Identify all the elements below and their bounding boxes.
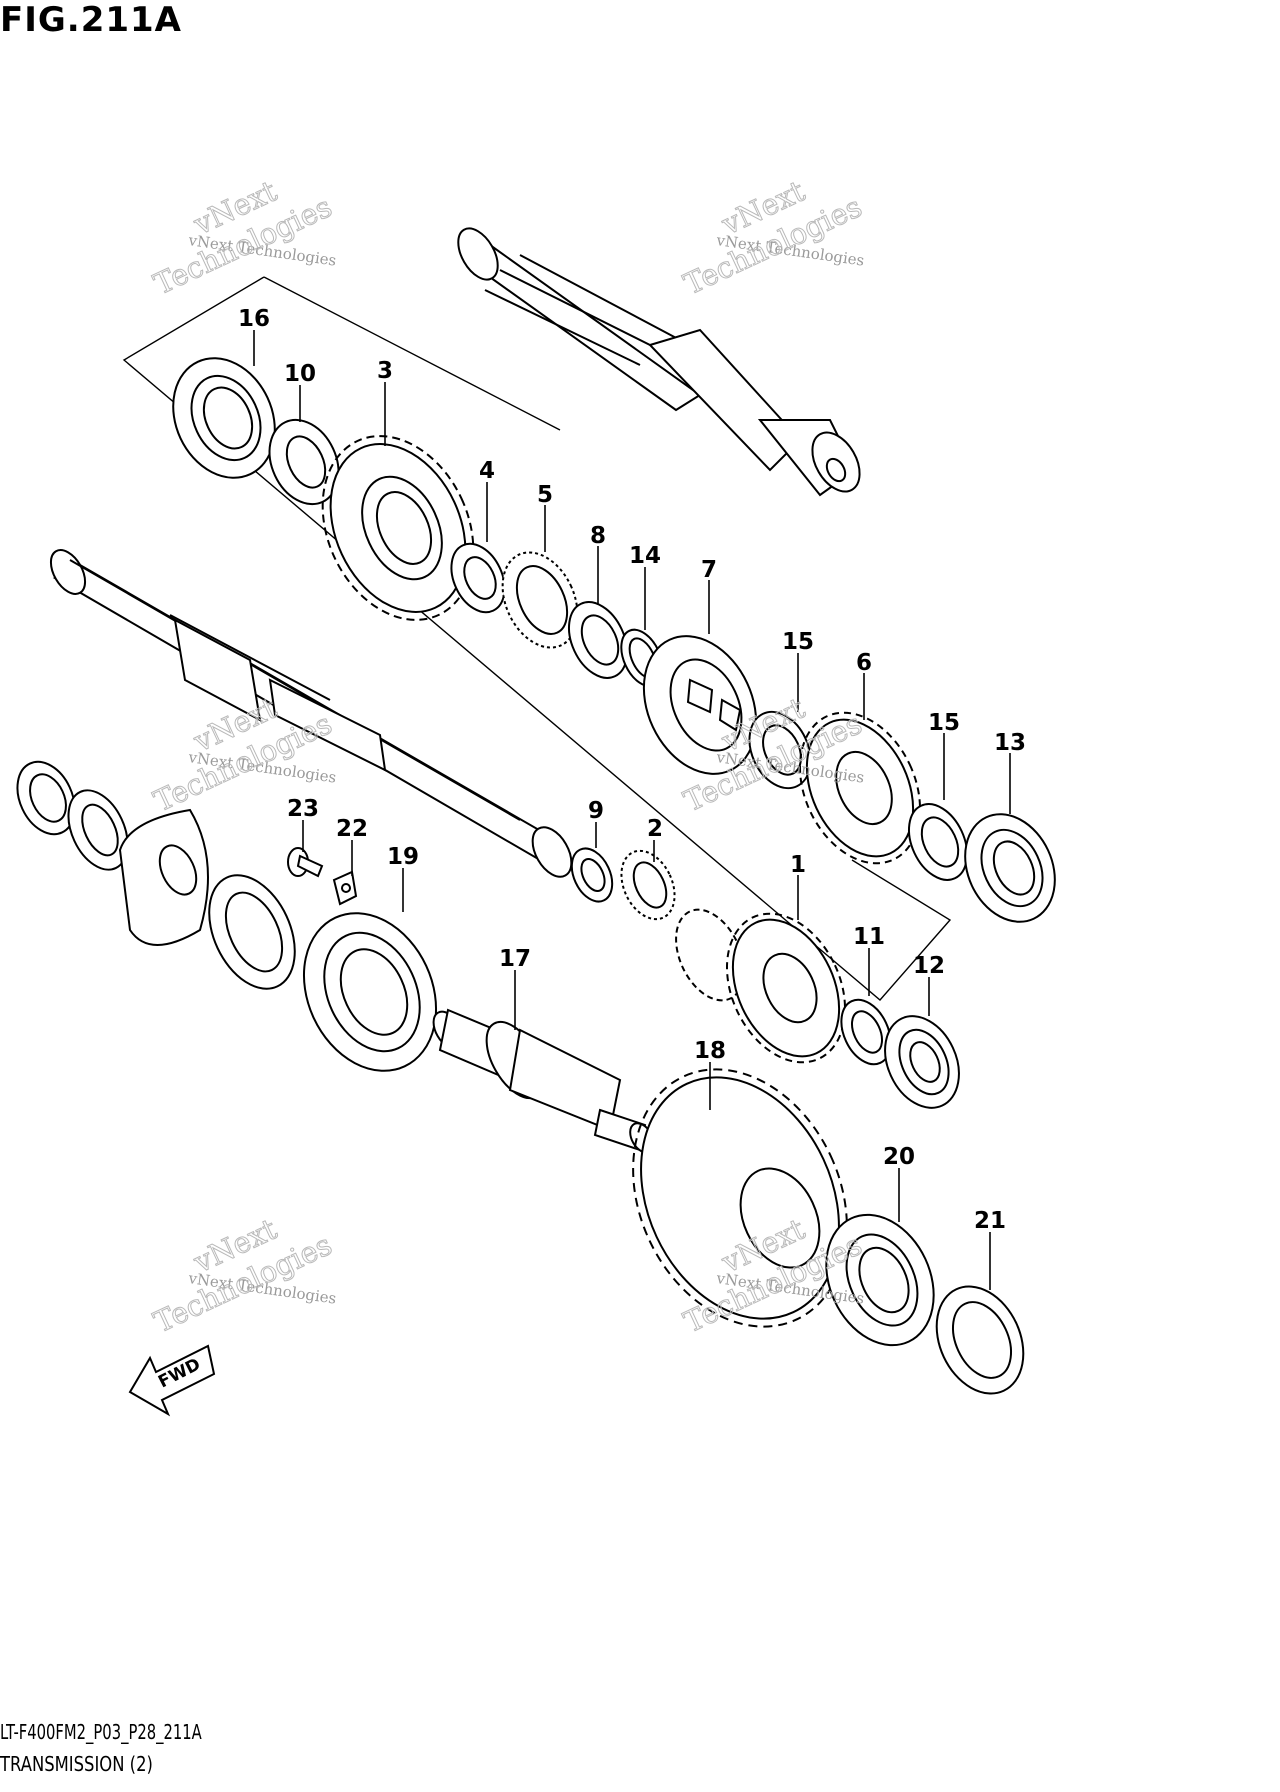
washer-10[interactable]: [256, 409, 351, 516]
oil-seal-left[interactable]: [6, 753, 85, 844]
bearing-19[interactable]: [279, 891, 461, 1092]
watermark-top-left: vNext Technologies vNext Technologies: [148, 173, 337, 302]
drive-dish[interactable]: [118, 808, 209, 946]
group-outline: [122, 276, 952, 1001]
watermark-top-right: vNext Technologies vNext Technologies: [678, 173, 867, 302]
callout-5: 5: [537, 482, 553, 508]
callout-19: 19: [387, 844, 419, 870]
bearing-13[interactable]: [948, 799, 1071, 936]
callout-23: 23: [287, 796, 319, 822]
gear-1[interactable]: [663, 894, 868, 1081]
washer-left[interactable]: [57, 781, 140, 879]
gear-6[interactable]: [777, 693, 943, 883]
callout-9: 9: [588, 798, 604, 824]
bushing-4[interactable]: [441, 535, 515, 621]
callout-15-a: 15: [782, 629, 814, 655]
bearing-16[interactable]: [154, 342, 293, 495]
gear-3[interactable]: [294, 411, 502, 644]
callout-21: 21: [974, 1208, 1006, 1234]
callout-1: 1: [790, 852, 806, 878]
callout-12: 12: [913, 953, 945, 979]
lock-plate-22[interactable]: [332, 870, 358, 906]
washer-large[interactable]: [192, 862, 312, 1003]
gear-18[interactable]: [593, 1034, 888, 1361]
callout-14: 14: [629, 543, 661, 569]
washer-15-b[interactable]: [898, 795, 979, 889]
group-outline-top: [263, 276, 561, 431]
callout-22: 22: [336, 816, 368, 842]
oil-seal-21[interactable]: [920, 1272, 1040, 1407]
output-shaft-17[interactable]: [428, 1007, 659, 1157]
watermark-bottom-left: vNext Technologies vNext Technologies: [148, 1211, 337, 1340]
washer-8[interactable]: [558, 593, 639, 687]
callout-11: 11: [853, 924, 885, 950]
callout-18: 18: [694, 1038, 726, 1064]
callout-7: 7: [701, 557, 717, 583]
callout-6: 6: [856, 650, 872, 676]
diagram-code: LT-F400FM2_P03_P28_211A: [0, 1720, 202, 1744]
callout-3: 3: [377, 358, 393, 384]
needle-bearing-5[interactable]: [488, 540, 592, 659]
callout-numbers: 1 2 3 4 5 6 7 8 9 10 11 12 13 14 15 15 1…: [238, 306, 1026, 1234]
fwd-arrow-icon: FWD: [128, 1344, 216, 1417]
callout-16: 16: [238, 306, 270, 332]
bearing-20[interactable]: [806, 1197, 954, 1363]
callout-10: 10: [284, 361, 316, 387]
bearing-12[interactable]: [871, 1004, 973, 1120]
bolt-23[interactable]: [287, 847, 324, 878]
lower-shaft[interactable]: [44, 544, 579, 883]
leader-lines: [253, 330, 1011, 1290]
needle-bearing-2[interactable]: [611, 842, 685, 928]
callout-20: 20: [883, 1144, 915, 1170]
gear-7[interactable]: [622, 618, 777, 792]
figure-title: FIG.211A: [0, 0, 182, 40]
callout-2: 2: [647, 816, 663, 842]
upper-shaft[interactable]: [450, 222, 869, 500]
callout-8: 8: [590, 523, 606, 549]
washer-11[interactable]: [832, 992, 901, 1072]
callout-15-b: 15: [928, 710, 960, 736]
washer-9[interactable]: [564, 842, 620, 908]
diagram-title: TRANSMISSION (2): [0, 1752, 153, 1776]
callout-17: 17: [499, 946, 531, 972]
callout-13: 13: [994, 730, 1026, 756]
callout-4: 4: [479, 458, 495, 484]
washer-15-a[interactable]: [738, 702, 823, 798]
